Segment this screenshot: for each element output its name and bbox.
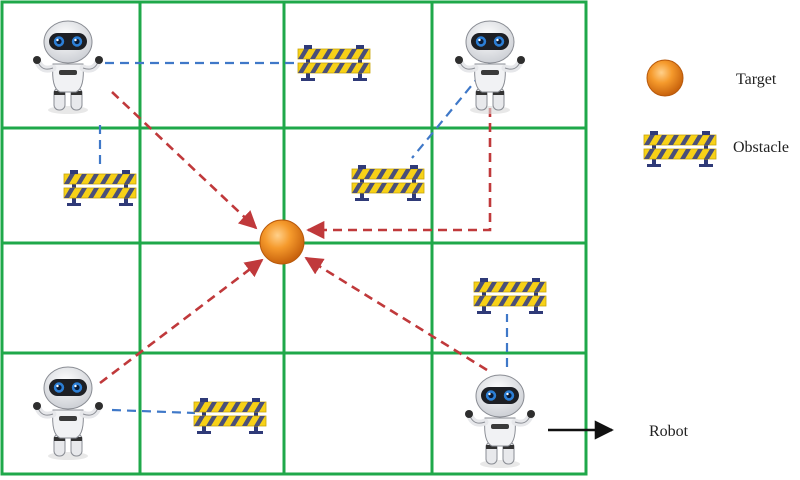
path-arrow [304,256,488,372]
barrier-icon [351,164,425,202]
path-arrow [306,108,492,240]
robot-icon [33,21,103,114]
robot-callout: Robot [548,420,689,440]
barrier-icon [193,397,267,435]
path-arrow [111,91,258,230]
robot-icon [465,375,535,468]
legend-obstacle-label: Obstacle [733,139,789,156]
legend-obstacle-icon [643,130,717,168]
legend: Target Obstacle [643,59,789,168]
paths-to-target [99,91,492,385]
robot-callout-label: Robot [649,423,689,440]
target-ball-icon [259,219,305,265]
legend-target-label: Target [736,71,777,88]
robot-icon [455,21,525,114]
grid-border [0,0,588,476]
legend-target-icon [646,59,684,97]
barrier-icon [297,44,371,82]
barrier-icon [473,277,547,315]
sensing-line [111,408,196,415]
robot-icon [33,367,103,460]
barrier-icon [63,169,137,207]
path-arrow [99,258,264,385]
